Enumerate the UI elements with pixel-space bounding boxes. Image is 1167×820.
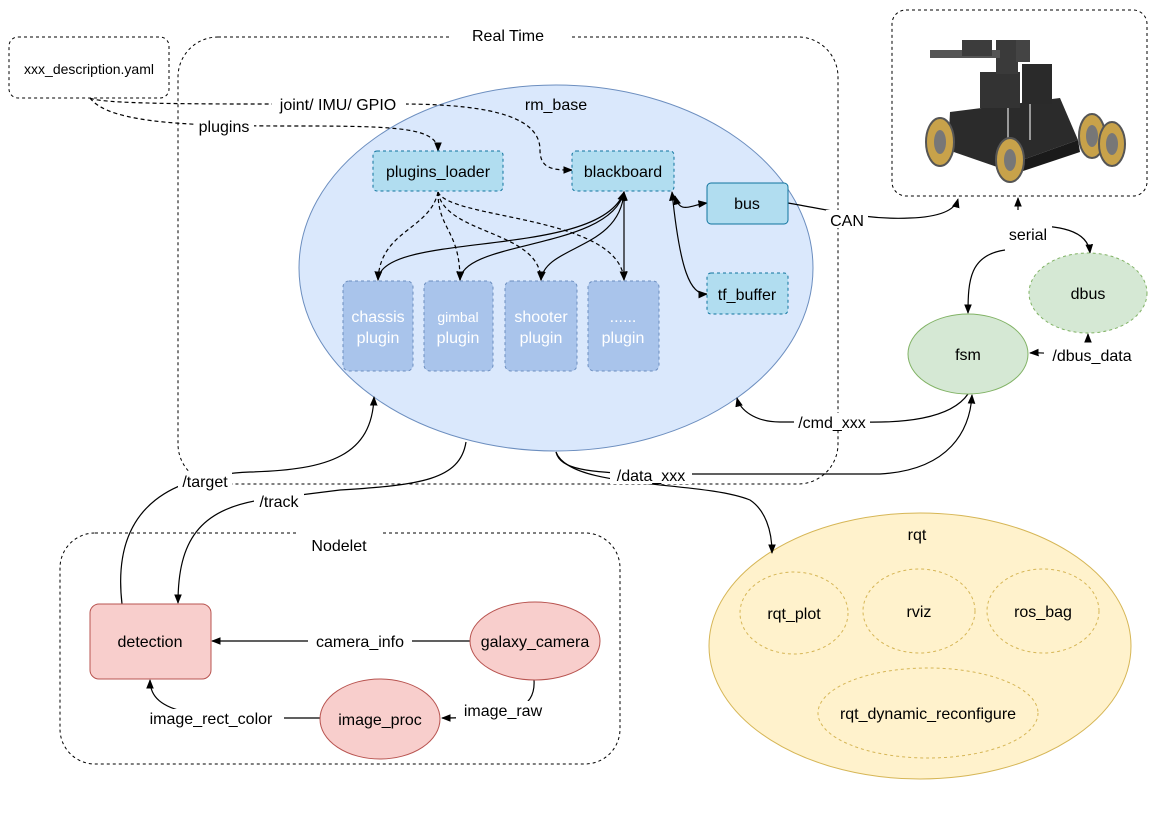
fsm-text: fsm: [955, 347, 981, 364]
rqt-dynamic-reconfigure-node: [817, 667, 1039, 759]
dbus-data-label: /dbus_data: [1052, 348, 1131, 365]
rqt-plot-text: rqt_plot: [767, 606, 821, 623]
other-plugin-line1: ......: [610, 309, 637, 326]
detection-text: detection: [118, 634, 183, 651]
plugins-loader-node: [372, 150, 504, 192]
description-yaml-node: [8, 36, 170, 99]
track-label: /track: [259, 494, 299, 511]
blackboard-node: [571, 150, 675, 192]
rqt-plot-node: [739, 571, 849, 655]
chassis-plugin-node: [342, 280, 414, 372]
other-plugin-node: [587, 280, 660, 372]
can-label: CAN: [830, 213, 864, 230]
bus-text: bus: [734, 196, 760, 213]
blackboard-text: blackboard: [584, 164, 662, 181]
robot-frame: [891, 9, 1148, 197]
rqt-ellipse: [708, 512, 1132, 780]
gimbal-plugin-node: [423, 280, 494, 372]
rqt-label: rqt: [908, 527, 927, 544]
detection-node: [89, 603, 212, 680]
tf-buffer-text: tf_buffer: [718, 287, 777, 304]
shooter-plugin-line1: shooter: [514, 309, 568, 326]
nodelet-group: [59, 532, 621, 765]
image-proc-node: [319, 678, 441, 760]
bus-node: [706, 182, 789, 225]
description-yaml-text: xxx_description.yaml: [24, 61, 154, 77]
chassis-plugin-line2: plugin: [357, 330, 400, 347]
galaxy-camera-node: [469, 601, 601, 681]
dbus-text: dbus: [1071, 286, 1106, 303]
plugins-loader-text: plugins_loader: [386, 164, 491, 181]
data-xxx-label: /data_xxx: [617, 468, 685, 485]
rm-base-ellipse: [298, 84, 814, 452]
target-label: /target: [182, 474, 228, 491]
serial-label: serial: [1009, 227, 1047, 244]
galaxy-camera-text: galaxy_camera: [481, 634, 590, 651]
other-plugin-line2: plugin: [602, 330, 645, 347]
robot-image: [925, 40, 1126, 183]
rqt-dynamic-reconfigure-text: rqt_dynamic_reconfigure: [840, 706, 1016, 723]
rviz-text: rviz: [907, 604, 932, 621]
camera-info-label: camera_info: [316, 634, 404, 651]
dbus-node: [1028, 252, 1148, 334]
ros-bag-text: ros_bag: [1014, 604, 1072, 621]
gimbal-plugin-line2: plugin: [437, 330, 480, 347]
tf-buffer-node: [706, 272, 789, 315]
fsm-node: [907, 313, 1029, 395]
plugins-edge-label: plugins: [199, 119, 250, 136]
nodelet-label: Nodelet: [311, 538, 367, 555]
joint-imu-gpio-label: joint/ IMU/ GPIO: [279, 97, 396, 114]
image-raw-label: image_raw: [464, 703, 543, 720]
image-rect-color-label: image_rect_color: [150, 711, 273, 728]
gimbal-plugin-line1: gimbal: [437, 309, 478, 325]
chassis-plugin-line1: chassis: [351, 309, 404, 326]
rviz-node: [862, 568, 976, 654]
rm-base-label: rm_base: [525, 97, 587, 114]
shooter-plugin-node: [504, 280, 578, 372]
ros-bag-node: [986, 568, 1100, 654]
shooter-plugin-line2: plugin: [520, 330, 563, 347]
real-time-label: Real Time: [472, 28, 544, 45]
image-proc-text: image_proc: [338, 712, 422, 729]
cmd-xxx-label: /cmd_xxx: [798, 415, 866, 432]
